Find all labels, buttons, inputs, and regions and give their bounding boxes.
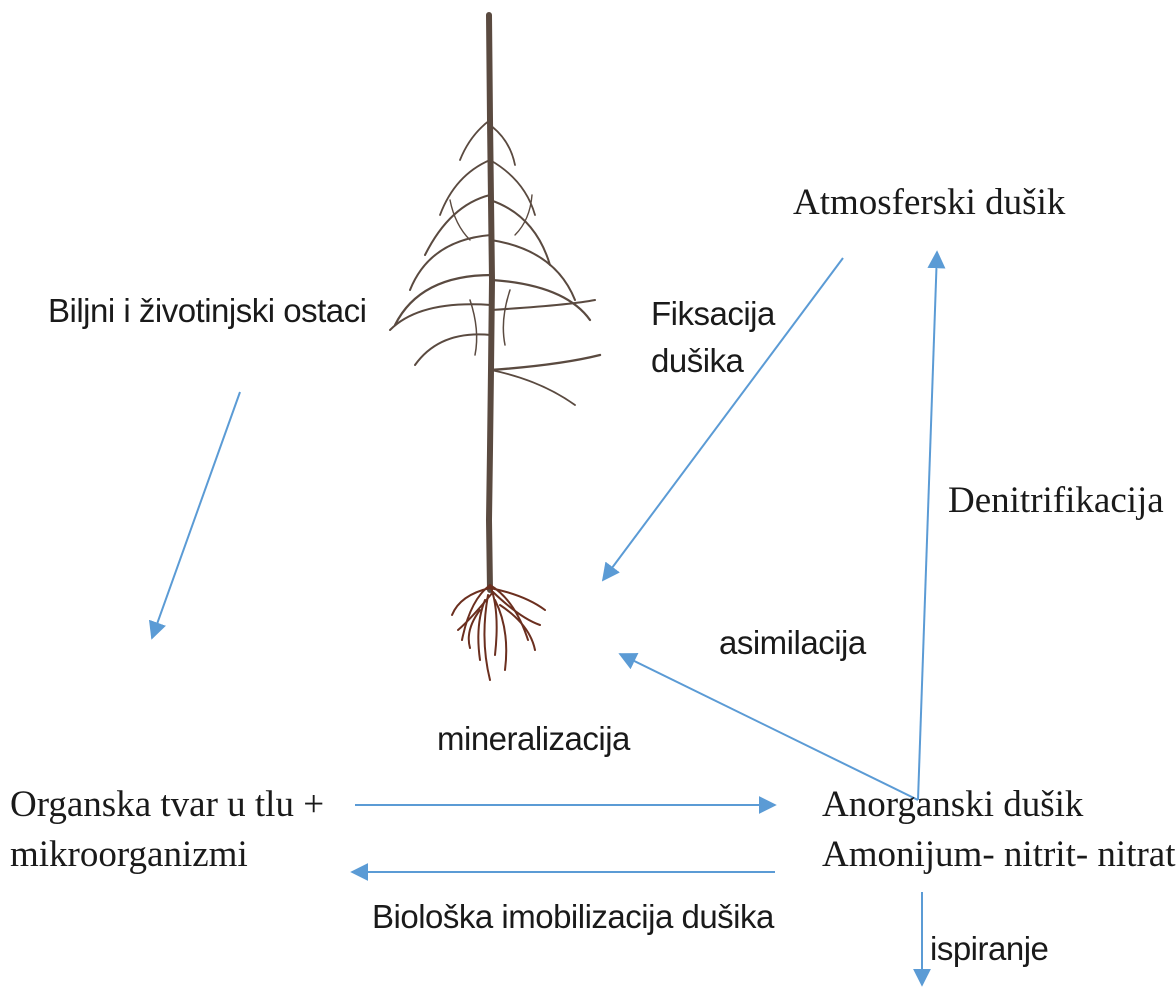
label-mineralization: mineralizacija — [437, 718, 630, 759]
label-immobilization: Biološka imobilizacija dušika — [372, 896, 774, 937]
arrow-remains-to-organic — [152, 392, 240, 638]
arrow-assimilation — [620, 654, 918, 800]
label-inorganic-line1: Anorganski dušik — [822, 782, 1083, 828]
label-organic-matter-line1: Organska tvar u tlu + — [10, 782, 324, 828]
label-inorganic-line2: Amonijum- nitrit- nitrat — [822, 832, 1176, 878]
label-atmospheric-nitrogen: Atmosferski dušik — [793, 180, 1065, 226]
tree-sapling-icon — [390, 15, 600, 590]
label-denitrification: Denitrifikacija — [948, 478, 1164, 524]
label-leaching: ispiranje — [930, 928, 1048, 969]
label-organic-matter-line2: mikroorganizmi — [10, 832, 248, 878]
arrow-denitrification — [918, 252, 937, 800]
tree-roots-icon — [452, 585, 545, 680]
label-plant-animal-remains: Biljni i životinjski ostaci — [48, 290, 366, 331]
label-assimilation: asimilacija — [719, 622, 866, 663]
label-fixation-line2: dušika — [651, 340, 743, 381]
label-fixation-line1: Fiksacija — [651, 293, 775, 334]
